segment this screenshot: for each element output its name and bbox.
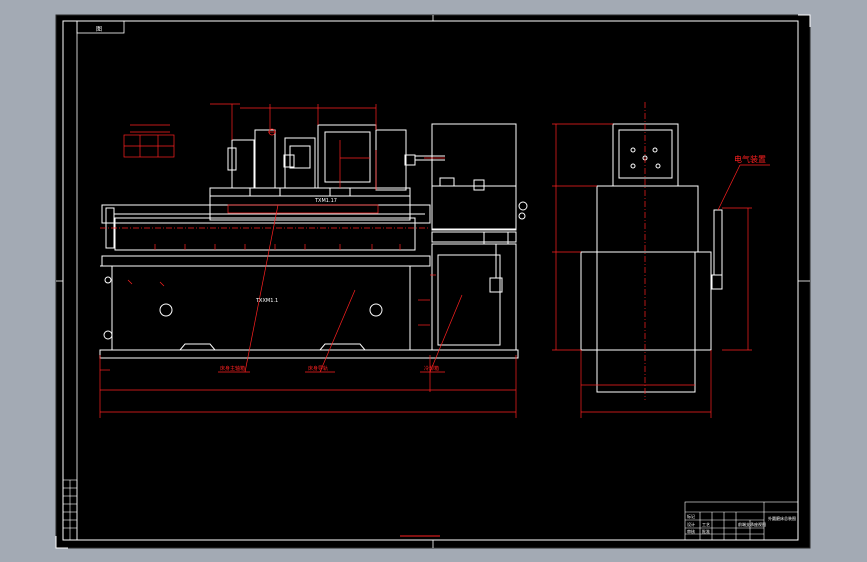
revision-strip bbox=[62, 479, 78, 541]
title-block bbox=[684, 501, 799, 541]
drawing-title: 外圆磨床总装图 bbox=[768, 515, 796, 521]
tb-row-3: 审核 bbox=[687, 528, 695, 534]
side-view-labels: 电气装置 bbox=[734, 154, 766, 164]
title-block-text: 外圆磨床总装图 标记 设计 审核 工艺 批准 前端支承座视图 bbox=[687, 513, 796, 534]
zone-ticks bbox=[56, 15, 810, 548]
tb-row-4: 工艺 bbox=[702, 522, 710, 527]
callout-1: 床身主轴箱 bbox=[220, 365, 245, 372]
electrical-label: 电气装置 bbox=[734, 154, 766, 164]
headstock-label: TXM1.17 bbox=[314, 198, 337, 204]
corner-tag: 图 bbox=[76, 20, 125, 34]
tb-row-2: 设计 bbox=[687, 521, 695, 527]
front-view-dimensions bbox=[99, 103, 517, 418]
tb-caption: 前端支承座视图 bbox=[738, 521, 766, 527]
inner-frame bbox=[76, 20, 799, 541]
callout-3: 冷却箱 bbox=[424, 365, 439, 372]
front-view-labels: TXM1.17 TXXM1.1 bbox=[255, 198, 337, 304]
corner-tag-text: 图 bbox=[96, 26, 102, 33]
tb-row-1: 标记 bbox=[687, 513, 695, 519]
drawing-sheet bbox=[56, 15, 810, 548]
base-label: TXXM1.1 bbox=[255, 298, 278, 304]
callout-labels: 床身主轴箱 床身导轨 冷却箱 bbox=[220, 365, 439, 372]
side-view bbox=[580, 123, 723, 393]
side-view-dimensions bbox=[552, 102, 770, 418]
tb-row-5: 批准 bbox=[702, 528, 710, 534]
callout-2: 床身导轨 bbox=[308, 365, 328, 372]
